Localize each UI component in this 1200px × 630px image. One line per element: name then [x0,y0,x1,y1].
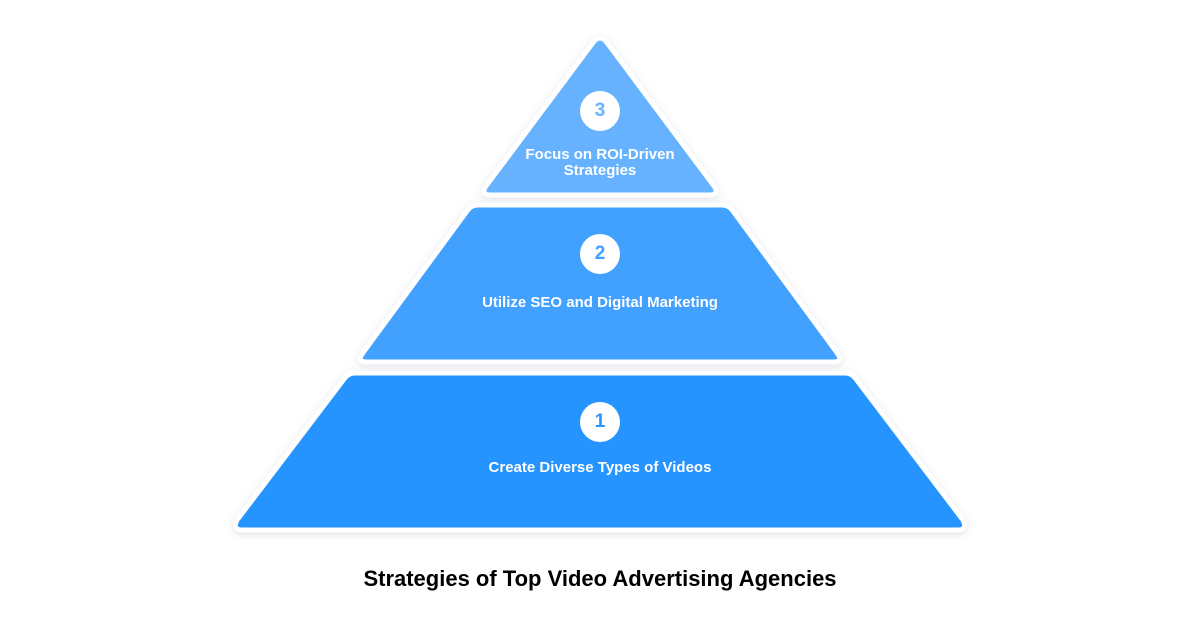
step-number-2: 2 [594,243,606,264]
step-number-3: 3 [594,100,606,121]
tier-2-label: Utilize SEO and Digital Marketing [482,294,718,311]
tier-1-label: Create Diverse Types of Videos [488,459,712,476]
pyramid-tier-1 [233,370,967,533]
tier-3-label-line-2: Strategies [563,162,637,179]
tier-3-label-line-1: Focus on ROI-Driven [525,146,675,163]
diagram-title: Strategies of Top Video Advertising Agen… [363,566,837,591]
step-number-badge-1: 1 [580,402,620,442]
step-number-1: 1 [594,411,606,432]
step-number-badge-2: 2 [580,234,620,274]
pyramid-tier-2 [357,202,843,365]
step-number-badge-3: 3 [580,91,620,131]
tier-3-label: Focus on ROI-Driven Strategies [0,147,1200,179]
